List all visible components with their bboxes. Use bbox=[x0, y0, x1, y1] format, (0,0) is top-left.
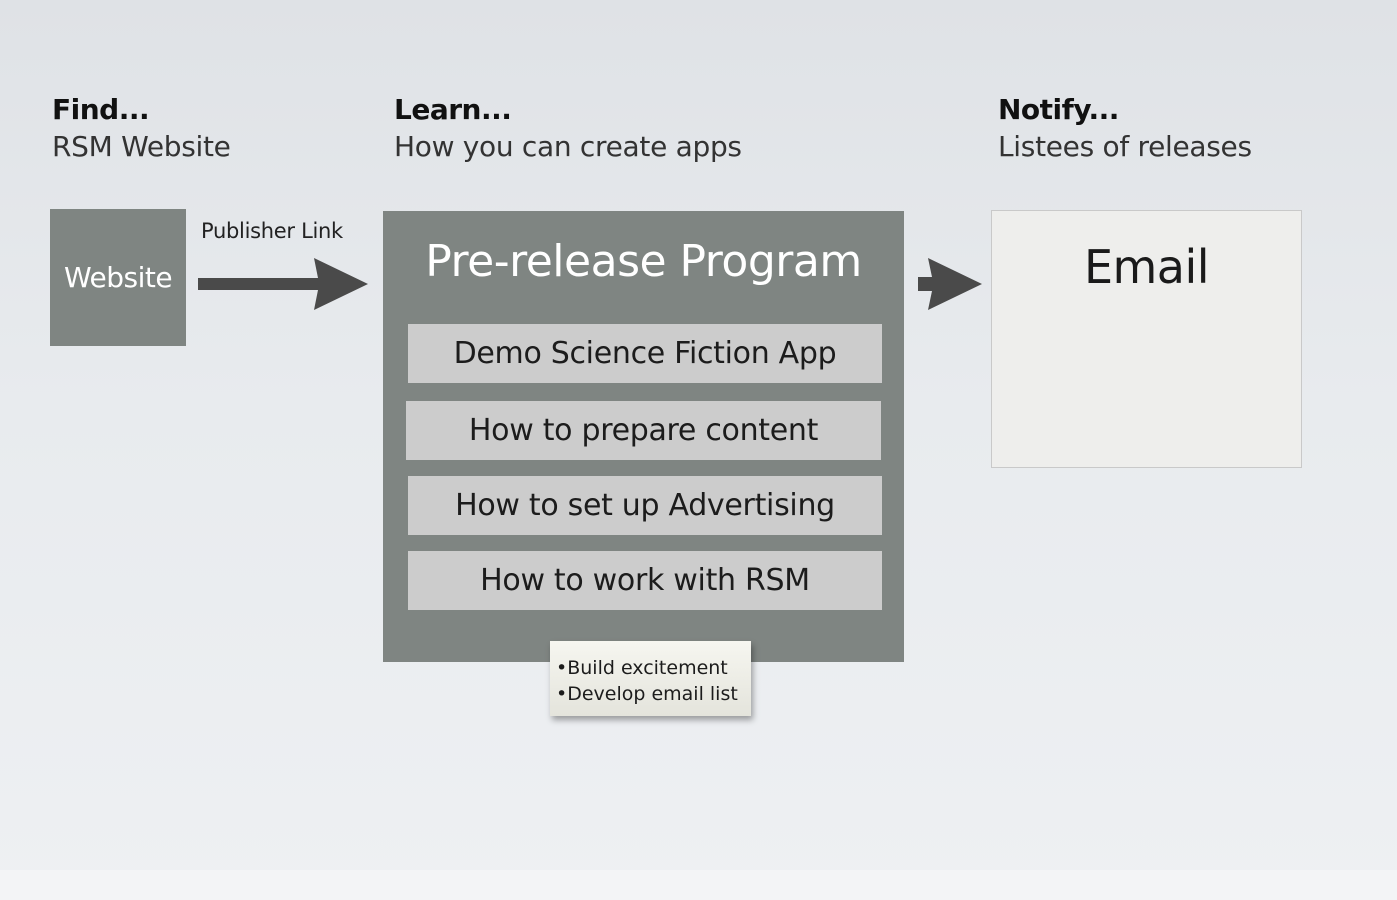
program-title: Pre-release Program bbox=[425, 236, 862, 287]
program-item-label: How to prepare content bbox=[468, 413, 819, 448]
website-label: Website bbox=[63, 261, 173, 294]
program-item-prepare-content: How to prepare content bbox=[406, 401, 881, 460]
program-item-label: How to work with RSM bbox=[480, 563, 810, 598]
note-line: •Build excitement bbox=[556, 657, 728, 679]
notify-subtitle: Listees of releases bbox=[998, 130, 1252, 163]
find-subtitle: RSM Website bbox=[52, 130, 231, 163]
learn-heading: Learn... How you can create apps bbox=[394, 92, 742, 166]
bottom-strip bbox=[0, 870, 1397, 900]
notify-heading: Notify... Listees of releases bbox=[998, 92, 1252, 166]
program-item-label: How to set up Advertising bbox=[455, 488, 835, 523]
find-heading: Find... RSM Website bbox=[52, 92, 231, 166]
notify-title: Notify... bbox=[998, 93, 1119, 126]
program-item-demo-app: Demo Science Fiction App bbox=[408, 324, 882, 383]
notify-arrow-icon bbox=[918, 258, 982, 310]
program-item-work-with-rsm: How to work with RSM bbox=[408, 551, 882, 610]
website-box: Website bbox=[50, 209, 186, 346]
note-line: •Develop email list bbox=[556, 683, 738, 705]
program-item-label: Demo Science Fiction App bbox=[453, 336, 837, 371]
program-item-advertising: How to set up Advertising bbox=[408, 476, 882, 535]
publisher-link-arrow-icon bbox=[198, 258, 368, 310]
email-label: Email bbox=[1083, 240, 1210, 294]
find-title: Find... bbox=[52, 93, 150, 126]
email-box bbox=[991, 210, 1302, 468]
publisher-link-label: Publisher Link bbox=[201, 219, 343, 243]
learn-subtitle: How you can create apps bbox=[394, 130, 742, 163]
learn-title: Learn... bbox=[394, 93, 512, 126]
sticky-note: •Build excitement •Develop email list bbox=[550, 641, 751, 716]
